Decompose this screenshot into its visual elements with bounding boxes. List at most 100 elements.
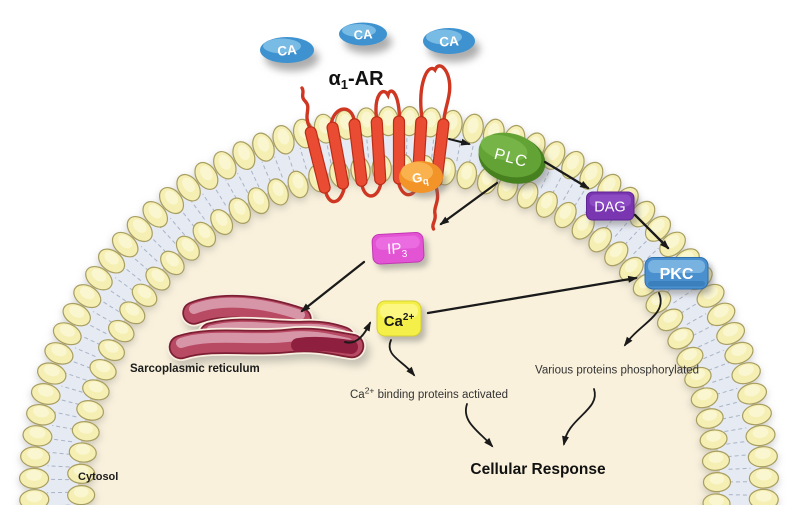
- lipid-tail: [692, 325, 713, 337]
- various-proteins-annotation: Various proteins phosphorylated: [535, 365, 699, 377]
- lipid-head-gloss: [635, 204, 650, 219]
- ligand-ca-1: CA: [260, 37, 314, 63]
- lipid-head-gloss: [29, 427, 46, 439]
- lipid-tail: [680, 301, 700, 315]
- lipid-head-gloss: [43, 364, 60, 377]
- lipid-tail: [65, 372, 87, 381]
- lipid-tail: [724, 427, 747, 433]
- lipid-head-gloss: [237, 145, 250, 161]
- lipid-tail: [728, 467, 751, 470]
- lipid-head-gloss: [382, 110, 394, 127]
- lipid-head-gloss: [682, 349, 698, 361]
- lipid-tail: [673, 290, 693, 304]
- plc-highlight: [480, 134, 528, 162]
- lipid-tail: [551, 174, 564, 195]
- lipid-tail: [573, 187, 587, 207]
- sarcoplasmic-reticulum: [167, 293, 366, 361]
- ip3-bevel: [375, 235, 420, 250]
- arrow-head: [363, 321, 371, 332]
- lipid-tail: [213, 186, 227, 206]
- arrow-line: [543, 160, 590, 190]
- lipid-tail: [715, 387, 738, 395]
- lipid-tail: [712, 374, 734, 383]
- lipid-head-gloss: [521, 185, 534, 200]
- lipid-head-gloss: [754, 448, 771, 460]
- lipid-tail: [727, 454, 750, 458]
- lipid-head-gloss: [104, 341, 119, 353]
- ligand-highlight: [342, 24, 376, 37]
- lipid-head-gloss: [95, 361, 111, 373]
- ligand-label: CA: [439, 33, 460, 49]
- lipid-tail: [468, 141, 475, 164]
- cellular-response-label: Cellular Response: [470, 461, 606, 478]
- lipid-head-gloss: [148, 204, 162, 219]
- receptor-helix: [392, 115, 406, 185]
- lipid-tail: [115, 277, 134, 292]
- lipid-tail: [86, 323, 107, 335]
- lipid-tail: [249, 167, 260, 188]
- lipid-head-gloss: [708, 452, 724, 464]
- lipid-head-gloss: [33, 406, 49, 418]
- receptor-helix: [370, 116, 387, 186]
- lipid-head-gloss: [651, 292, 666, 306]
- lipid-tail: [641, 247, 659, 264]
- lipid-head-gloss: [577, 217, 590, 231]
- arrow-head: [562, 435, 569, 446]
- lipid-tail: [365, 135, 370, 158]
- lipid-head-gloss: [82, 402, 98, 413]
- lipid-head-gloss: [404, 110, 416, 127]
- ca-bevel: [380, 304, 418, 318]
- lipid-head-gloss: [75, 444, 91, 455]
- lipid-tail: [624, 228, 640, 246]
- lipid-tail: [50, 438, 73, 443]
- lipid-head-gloss: [361, 111, 373, 128]
- dag-bevel: [589, 194, 631, 207]
- receptor-title: α1-AR: [328, 68, 384, 92]
- arrow-head: [460, 138, 471, 146]
- lipid-head-gloss: [26, 469, 43, 481]
- lipid-tail: [150, 236, 167, 253]
- lipid-head-gloss: [609, 244, 623, 258]
- lipid-head-gloss: [738, 364, 754, 376]
- lipid-head-gloss: [713, 305, 729, 318]
- lipid-head-gloss: [277, 128, 290, 145]
- ip3-node: IP3: [371, 232, 425, 265]
- lipid-tail: [80, 335, 101, 346]
- dag-label: DAG: [594, 200, 625, 216]
- arrow-line: [439, 181, 499, 226]
- lipid-tail: [633, 238, 650, 255]
- lipid-head-gloss: [125, 303, 140, 316]
- lipid-head-gloss: [594, 230, 607, 244]
- lipid-head-gloss: [233, 200, 246, 215]
- pathway-arrows: [300, 138, 670, 448]
- ligand-label: CA: [277, 42, 298, 59]
- lipid-head-gloss: [752, 426, 769, 439]
- lipid-head-gloss: [73, 486, 89, 498]
- receptor-loop: [360, 182, 383, 198]
- lipid-head-gloss: [182, 177, 196, 192]
- pkc-shade: [648, 281, 705, 287]
- sr-cisterna-highlight: [189, 297, 305, 320]
- lipid-tail: [261, 161, 272, 183]
- lipid-head-gloss: [114, 322, 129, 334]
- ligand-highlight: [263, 38, 301, 54]
- ligand-ca-3: CA: [423, 28, 475, 54]
- lipid-head-gloss: [547, 144, 560, 161]
- lipid-tail: [703, 349, 724, 360]
- ligand-label: CA: [353, 26, 373, 42]
- arrow-head: [484, 437, 494, 448]
- lipid-head-gloss: [218, 154, 231, 170]
- receptor-loop: [324, 187, 346, 204]
- lipid-head-gloss: [181, 238, 195, 252]
- lipid-head-gloss: [624, 259, 638, 273]
- lipid-head-gloss: [292, 174, 304, 189]
- lipid-head-gloss: [164, 190, 179, 205]
- lipid-head-gloss: [137, 286, 152, 299]
- lipid-tail: [52, 424, 74, 430]
- lipid-head-gloss: [118, 234, 133, 249]
- plc-node: PLC: [478, 132, 546, 184]
- lipid-head-gloss: [749, 405, 765, 418]
- lipid-head-gloss: [59, 324, 75, 337]
- lipid-tail: [698, 337, 719, 348]
